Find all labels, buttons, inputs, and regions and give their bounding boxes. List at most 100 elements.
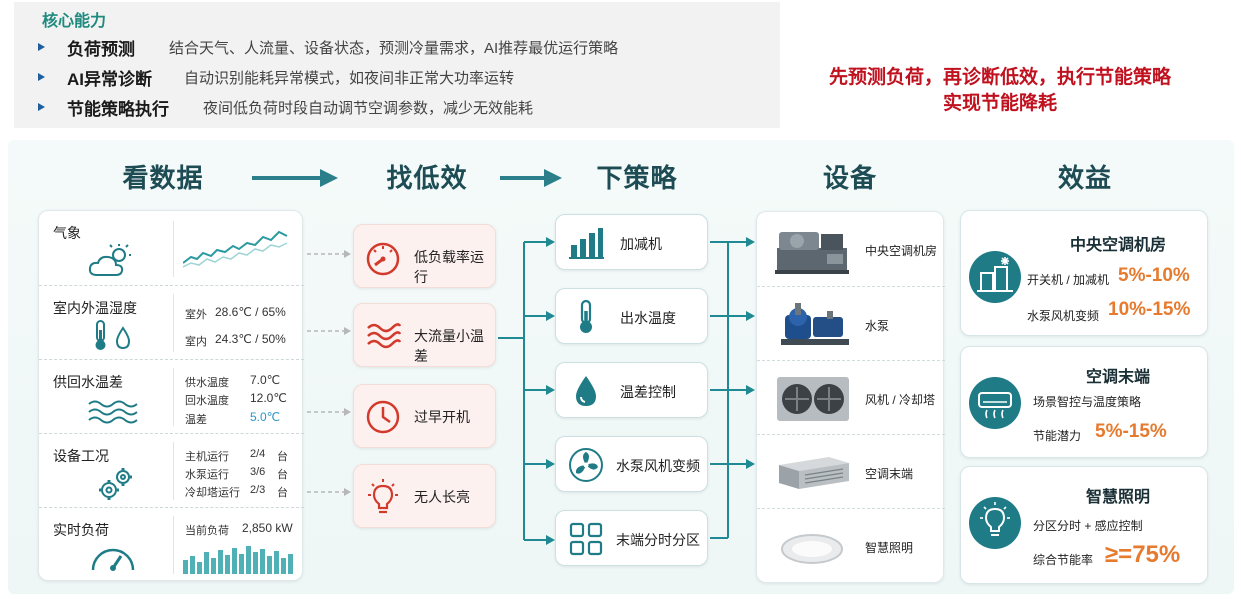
benefit-smart-lighting: 智慧照明 分区分时 + 感应控制 综合节能率 ≥=75%: [960, 466, 1208, 584]
data-row-weather: 气象: [39, 211, 304, 285]
benefit-item-key: 水泵风机变频: [1027, 309, 1100, 323]
benefit-item-key: 分区分时 + 感应控制: [1033, 519, 1143, 533]
strategy-vfd-pump-fan: 水泵风机变频: [555, 436, 708, 492]
equipment-fan-cooling-tower: 风机 / 冷却塔: [757, 360, 945, 434]
building-icon: [969, 251, 1021, 303]
capability-name: AI异常诊断: [67, 69, 152, 89]
capability-name: 负荷预测: [67, 39, 135, 59]
capability-desc: 自动识别能耗异常模式，如夜间非正常大功率运转: [184, 69, 515, 87]
tree-connector: [498, 237, 555, 545]
benefit-item-value: 5%-15%: [1095, 421, 1167, 442]
thermometer-icon: [580, 299, 592, 333]
column-header-low: 找低效: [386, 163, 468, 193]
equipment-label: 智慧照明: [865, 541, 914, 555]
column-header-benefit: 效益: [1057, 163, 1112, 193]
benefit-title: 智慧照明: [1085, 489, 1150, 506]
strategy-label: 末端分时分区: [616, 532, 700, 548]
chiller-run-unit: 台: [277, 451, 288, 463]
equipment-smart-lighting: 智慧照明: [757, 508, 945, 582]
bullet-icon: [38, 103, 45, 111]
chiller-run-key: 主机运行: [185, 451, 229, 463]
capability-strategy-exec: 节能策略执行 夜间低负荷时段自动调节空调参数，减少无效能耗: [38, 96, 533, 119]
gears-icon: [99, 468, 132, 500]
divider: [173, 294, 174, 352]
strategy-equipment-connector: [710, 237, 755, 539]
strategy-label: 水泵风机变频: [616, 458, 700, 474]
benefit-title: 中央空调机房: [1069, 237, 1166, 254]
divider: [173, 516, 174, 574]
strategy-terminal-zoning: 末端分时分区: [555, 510, 708, 566]
benefit-ac-terminal: 空调末端 场景智控与温度策略 节能潜力 5%-15%: [960, 346, 1208, 458]
supply-temp-key: 供水温度: [185, 377, 229, 389]
return-temp-value: 12.0℃: [250, 391, 287, 405]
capability-ai-diagnosis: AI异常诊断 自动识别能耗异常模式，如夜间非正常大功率运转: [38, 66, 515, 89]
column-header-equipment: 设备: [822, 163, 877, 193]
strategy-add-remove-units: 加减机: [555, 214, 708, 270]
low-eff-low-load: 低负载率运行: [353, 224, 496, 288]
sun-cloud-icon: [88, 244, 131, 276]
equipment-label: 水泵: [865, 319, 890, 333]
benefit-item-value: 10%-15%: [1108, 299, 1191, 320]
chiller-run-value: 2/4: [250, 448, 266, 460]
benefit-item-key: 开关机 / 加减机: [1027, 273, 1110, 287]
divider: [173, 221, 174, 277]
data-label-weather: 气象: [53, 225, 81, 241]
core-capability-panel: [14, 2, 780, 128]
header-arrow-icon: [252, 169, 338, 187]
bar-chart-icon: [569, 228, 604, 259]
column-header-data: 看数据: [122, 163, 204, 193]
cooling-tower-icon: [777, 377, 849, 421]
data-row-realtime-load: 实时负荷 当前负荷 2,850 kW: [39, 507, 304, 581]
low-eff-label: 过早开机: [414, 409, 470, 425]
capability-name: 节能策略执行: [67, 99, 169, 119]
divider: [173, 368, 174, 426]
lightbulb-icon: [969, 497, 1021, 549]
strategy-label: 加减机: [620, 236, 662, 252]
benefit-item-key: 节能潜力: [1033, 429, 1082, 443]
data-row-temperature-humidity: 室内外温湿度 室外 28.6℃ / 65% 室内 24.3℃ / 50%: [39, 285, 304, 359]
data-label-humidity: 室内外温湿度: [53, 300, 137, 316]
weather-trend-sparkline: [183, 230, 288, 268]
capability-load-forecast: 负荷预测 结合天气、人流量、设备状态，预测冷量需求，AI推荐最优运行策略: [38, 36, 618, 59]
outdoor-key: 室外: [185, 309, 207, 321]
gauge-icon: [366, 242, 400, 276]
load-bar-sparkline: [183, 546, 293, 574]
dashed-connectors: [307, 250, 351, 496]
equipment-ac-terminal: 空调末端: [757, 434, 945, 508]
tower-run-value: 2/3: [250, 484, 266, 496]
column-header-strategy: 下策略: [596, 163, 678, 193]
bullet-icon: [38, 73, 45, 81]
thermometer-drop-icon: [95, 320, 131, 350]
bullet-icon: [38, 43, 45, 51]
gauge-icon: [91, 548, 135, 571]
indoor-value: 24.3℃ / 50%: [215, 332, 286, 346]
low-eff-label: 无人长亮: [414, 489, 470, 505]
grid-icon: [569, 522, 603, 556]
equipment-water-pump: 水泵: [757, 286, 945, 360]
ceiling-light-icon: [781, 534, 843, 564]
low-eff-early-start: 过早开机: [353, 384, 496, 448]
header-arrow-icon: [500, 169, 562, 187]
benefit-title: 空调末端: [1085, 369, 1150, 386]
slogan-line-1: 先预测负荷，再诊断低效，执行节能策略: [828, 67, 1171, 88]
temp-diff-value: 5.0℃: [250, 410, 281, 424]
current-load-key: 当前负荷: [185, 525, 229, 537]
low-eff-lights-on: 无人长亮: [353, 464, 496, 528]
water-drop-icon: [576, 376, 596, 406]
tower-run-unit: 台: [277, 487, 288, 499]
equipment-panel: 中央空调机房 水泵 风机 / 冷却塔: [756, 211, 945, 583]
benefit-item-key: 场景智控与温度策略: [1033, 395, 1142, 409]
low-eff-label: 大流量小温差: [414, 328, 484, 364]
benefit-central-ac-room: 中央空调机房 开关机 / 加减机 5%-10% 水泵风机变频 10%-15%: [960, 210, 1208, 336]
water-waves-icon: [88, 400, 138, 424]
data-row-equipment-status: 设备工况 主机运行 2/4 台 水泵运行 3/6 台 冷却塔运行 2/3 台: [39, 433, 304, 507]
divider: [173, 442, 174, 500]
strategy-temp-diff-control: 温差控制: [555, 362, 708, 418]
strategy-outlet-temp: 出水温度: [555, 288, 708, 344]
strategy-label: 出水温度: [620, 310, 676, 326]
tower-run-key: 冷却塔运行: [185, 487, 240, 499]
benefit-item-value: ≥=75%: [1105, 541, 1181, 568]
benefit-item-key: 综合节能率: [1033, 553, 1094, 567]
slogan-line-2: 实现节能降耗: [942, 93, 1057, 114]
data-panel: 气象 室内外温湿度 室外 28.6℃ / 65% 室内 24.3℃ / 50%: [38, 210, 304, 581]
